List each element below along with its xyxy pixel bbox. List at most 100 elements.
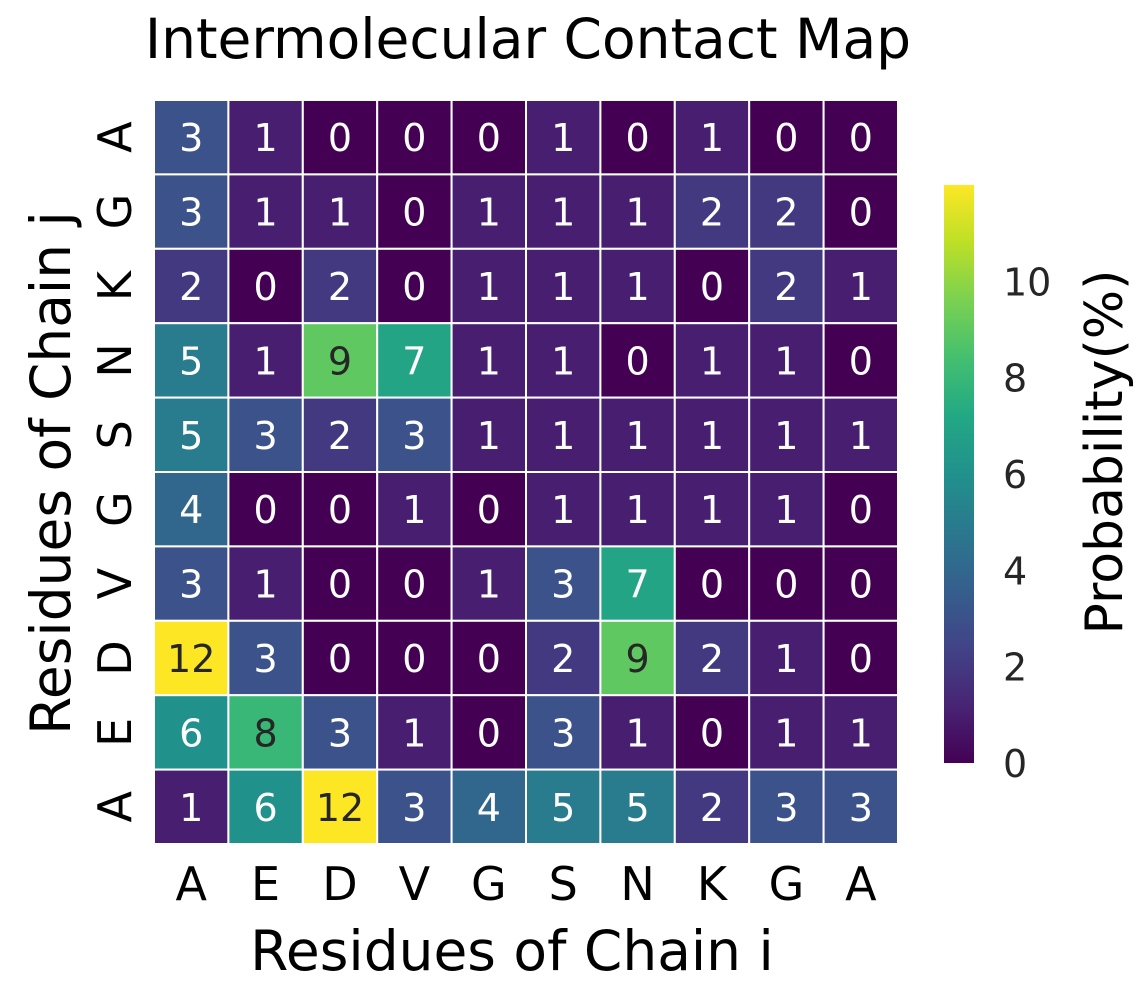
cell-value-label: 2 (700, 637, 724, 681)
heatmap-cell (376, 545, 453, 622)
heatmap-cell (822, 247, 899, 325)
x-tick-label: S (549, 857, 578, 911)
cell-value-label: 1 (477, 414, 501, 458)
cell-value-label: 6 (179, 711, 203, 755)
cell-value-label: 3 (402, 786, 426, 830)
heatmap-cell (673, 694, 751, 771)
cell-value-label: 3 (254, 414, 278, 458)
heatmap-cell (822, 173, 899, 250)
cell-value-label: 3 (774, 786, 798, 830)
cell-value-label: 0 (626, 116, 650, 160)
cell-value-label: 0 (700, 563, 724, 607)
cell-value-label: 0 (328, 563, 352, 607)
cell-value-label: 1 (774, 711, 798, 755)
cell-value-label: 0 (477, 637, 501, 681)
cell-value-label: 12 (167, 637, 215, 681)
heatmap-cell (301, 768, 379, 845)
heatmap-cell (525, 173, 602, 250)
heatmap-cell (153, 768, 230, 845)
cell-value-label: 2 (700, 786, 724, 830)
heatmap-cell (153, 694, 230, 771)
heatmap-cell (599, 768, 676, 845)
cell-value-label: 9 (328, 339, 352, 383)
heatmap-cell (748, 768, 825, 845)
cell-value-label: 3 (179, 563, 203, 607)
heatmap-cell (376, 471, 453, 548)
heatmap-cell (822, 768, 899, 845)
heatmap-cell (822, 99, 899, 176)
cell-value-label: 8 (254, 711, 278, 755)
heatmap-cell (673, 768, 751, 845)
y-tick-label: G (88, 194, 142, 230)
x-tick-label: A (845, 857, 877, 911)
heatmap-cell (525, 471, 602, 548)
heatmap-cell (599, 619, 676, 697)
heatmap-cell (227, 247, 304, 325)
x-tick-label: N (620, 857, 654, 911)
heatmap-cell (227, 768, 304, 845)
cell-value-label: 0 (328, 116, 352, 160)
cell-value-label: 1 (626, 711, 650, 755)
heatmap-cell (153, 545, 230, 622)
cell-value-label: 9 (626, 637, 650, 681)
cell-value-label: 0 (849, 191, 873, 235)
cell-value-label: 2 (328, 265, 352, 309)
cell-value-label: 1 (774, 637, 798, 681)
x-tick-label: E (251, 857, 280, 911)
cell-value-label: 1 (551, 339, 575, 383)
heatmap-cell (525, 768, 602, 845)
colorbar-tick-label: 2 (1003, 646, 1027, 690)
heatmap-cell (673, 173, 751, 250)
x-tick-label: G (471, 857, 507, 911)
cell-value-label: 1 (626, 488, 650, 532)
cell-value-label: 0 (254, 265, 278, 309)
cell-value-label: 4 (477, 786, 501, 830)
cell-value-label: 1 (626, 414, 650, 458)
cell-value-label: 1 (774, 414, 798, 458)
cell-value-label: 1 (551, 116, 575, 160)
y-tick-label: D (88, 640, 142, 675)
y-tick-label: V (88, 567, 142, 599)
cell-value-label: 7 (402, 339, 426, 383)
heatmap-cell (227, 99, 304, 176)
cell-value-label: 3 (402, 414, 426, 458)
cell-value-label: 3 (849, 786, 873, 830)
heatmap-cell (376, 768, 453, 845)
cell-value-label: 1 (551, 191, 575, 235)
cell-value-label: 1 (477, 265, 501, 309)
heatmap-cell (450, 471, 528, 548)
cell-value-label: 0 (774, 563, 798, 607)
cell-value-label: 0 (477, 711, 501, 755)
heatmap-cell (450, 768, 528, 845)
heatmap-cell (450, 619, 528, 697)
cell-value-label: 3 (551, 563, 575, 607)
cell-value-label: 1 (849, 711, 873, 755)
heatmap-cell (748, 694, 825, 771)
heatmap-cell (822, 619, 899, 697)
x-tick-label: K (697, 857, 729, 911)
x-tick-label: V (399, 857, 431, 911)
heatmap-cell (525, 322, 602, 399)
heatmap-cell (748, 396, 825, 474)
x-tick-label: G (769, 857, 805, 911)
colorbar-tick-label: 8 (1003, 357, 1027, 401)
heatmap-cell (748, 471, 825, 548)
cell-value-label: 0 (774, 116, 798, 160)
colorbar-tick-label: 6 (1003, 453, 1027, 497)
cell-value-label: 0 (402, 563, 426, 607)
cell-value-label: 5 (179, 339, 203, 383)
cell-value-label: 0 (477, 488, 501, 532)
cell-value-label: 0 (477, 116, 501, 160)
cell-value-label: 1 (700, 116, 724, 160)
cell-value-label: 1 (700, 414, 724, 458)
cell-value-label: 0 (328, 488, 352, 532)
heatmap-cell (748, 247, 825, 325)
heatmap-cell (376, 619, 453, 697)
cell-value-label: 0 (402, 191, 426, 235)
chart-title: Intermolecular Contact Map (145, 7, 911, 71)
y-tick-label: S (88, 420, 142, 449)
